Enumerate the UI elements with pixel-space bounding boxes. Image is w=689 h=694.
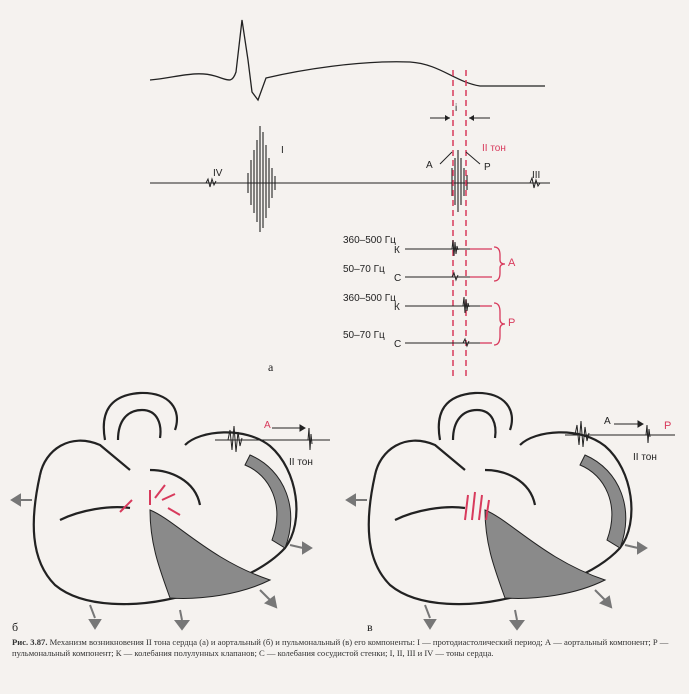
a-pointer (440, 152, 452, 164)
p-pointer (466, 152, 480, 164)
comp-c-2: С (394, 339, 401, 350)
freq-high-2: 360–500 Гц (343, 293, 396, 304)
comp-k-2: К (394, 302, 400, 313)
figure-caption: Рис. 3.87. Механизм возникновения II тон… (12, 637, 676, 658)
tone-iv-label: IV (213, 168, 222, 179)
heart-c-septum (485, 510, 605, 598)
panel-c-marker-a: A (604, 416, 611, 427)
tone-iii-label: III (532, 170, 540, 181)
panel-a-letter: а (268, 360, 273, 375)
brace-p-label: P (508, 317, 515, 329)
freq-high-1: 360–500 Гц (343, 235, 396, 246)
red-braces (470, 247, 505, 345)
ecg-trace (150, 20, 545, 100)
caption-title: Рис. 3.87. (12, 637, 48, 647)
freq-low-1: 50–70 Гц (343, 264, 385, 275)
marker-a-label: A (426, 160, 433, 171)
panel-c-letter: в (367, 620, 373, 635)
heart-b-right-wall (245, 455, 291, 548)
panel-c-marker-p: P (664, 420, 671, 432)
tone-ii-label: II тон (482, 143, 506, 154)
tone-i-label: I (281, 145, 284, 156)
tone-ii-burst (452, 150, 467, 212)
caption-text: Механизм возникновения II тона сердца (а… (12, 637, 668, 658)
panel-c-tone-ii: II тон (633, 452, 657, 463)
interval-label: i (455, 103, 457, 114)
component-traces (405, 240, 480, 346)
marker-p-label: P (484, 162, 491, 173)
panel-b-marker-a: A (264, 420, 271, 431)
freq-low-2: 50–70 Гц (343, 330, 385, 341)
panel-b-letter: б (12, 620, 18, 635)
comp-k-1: К (394, 245, 400, 256)
tone-i-burst (248, 126, 275, 232)
brace-a-label: A (508, 257, 515, 269)
heart-b-septum (150, 510, 270, 598)
heart-c-right-wall (580, 455, 626, 548)
panel-b-tone-ii: II тон (289, 457, 313, 468)
comp-c-1: С (394, 273, 401, 284)
